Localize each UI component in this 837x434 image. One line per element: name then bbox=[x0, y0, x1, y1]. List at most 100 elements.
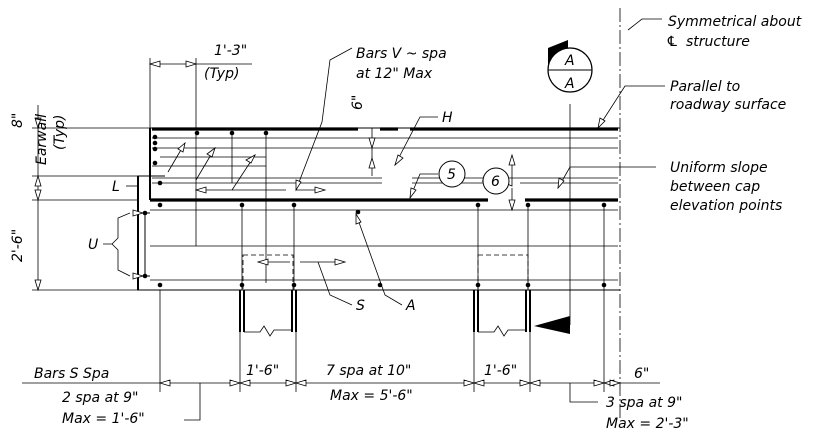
cl-symbol: ℄ bbox=[666, 34, 679, 50]
u-bar bbox=[144, 212, 150, 277]
leader-arrow bbox=[206, 146, 216, 158]
labels: Symmetrical about ℄ structure Parallel t… bbox=[10, 14, 802, 432]
leader-arrow bbox=[508, 153, 516, 166]
uniform-slope-label-2: between cap bbox=[670, 179, 760, 195]
dim-1-6-right-label: 1'-6" bbox=[484, 363, 517, 379]
leader-arrow bbox=[597, 117, 606, 130]
bar-s-label: S bbox=[356, 298, 365, 314]
rebar-dot bbox=[157, 282, 163, 288]
rebar-dot bbox=[525, 282, 531, 288]
section-a-top: A bbox=[564, 53, 575, 69]
leader-u bbox=[103, 212, 131, 245]
dim-arrow bbox=[519, 379, 532, 387]
dim-arrow bbox=[148, 60, 161, 68]
dim-arrow bbox=[238, 379, 251, 387]
leader-arrow bbox=[355, 212, 362, 225]
bar-l-label: L bbox=[112, 179, 120, 195]
spa-2-label-1: 2 spa at 9" bbox=[62, 390, 138, 406]
uniform-slope-label-1: Uniform slope bbox=[670, 160, 768, 176]
rebar-dot bbox=[355, 209, 361, 215]
rebar-dot bbox=[194, 130, 200, 136]
rebar-dot bbox=[157, 202, 163, 208]
leader-h bbox=[394, 116, 438, 166]
section-bottom-arrow bbox=[534, 316, 570, 334]
pile-top-right bbox=[477, 254, 529, 291]
rebar-dot bbox=[142, 210, 148, 216]
dim-arrow bbox=[34, 279, 42, 292]
dim-8-label: 8" bbox=[10, 113, 26, 128]
section-marker bbox=[534, 40, 593, 334]
dim-6-bottom-label: 6" bbox=[634, 366, 649, 382]
circle-6 bbox=[482, 167, 510, 195]
dim-arrow bbox=[294, 379, 307, 387]
leader-uniform-slope bbox=[557, 166, 656, 189]
dim-1-3-label: 1'-3" bbox=[214, 43, 247, 59]
dim-arrow bbox=[229, 379, 242, 387]
leader-arrow bbox=[256, 258, 269, 266]
dim-arrow bbox=[368, 156, 376, 169]
dim-arrow bbox=[34, 189, 42, 202]
rebar-dot bbox=[291, 282, 297, 288]
dim-7-spa-label: 7 spa at 10" bbox=[326, 363, 411, 379]
rebar-dot bbox=[152, 146, 158, 152]
piles bbox=[239, 290, 531, 337]
bars-s-spa-label: Bars S Spa bbox=[34, 366, 109, 382]
rebar-dot bbox=[601, 282, 607, 288]
leader-arrow bbox=[334, 258, 347, 266]
circle-5-label: 5 bbox=[447, 167, 456, 183]
rebar-dot bbox=[229, 130, 235, 136]
bar-u-label: U bbox=[88, 237, 98, 253]
dim-arrow bbox=[528, 379, 541, 387]
rebar-dot bbox=[239, 202, 245, 208]
typ-label: (Typ) bbox=[204, 66, 239, 82]
dim-arrow bbox=[34, 117, 42, 130]
leader-arrow bbox=[557, 177, 565, 190]
bars-v-label-2: at 12" Max bbox=[356, 66, 433, 82]
rebar-dot bbox=[263, 130, 269, 136]
leader-parallel bbox=[597, 85, 665, 129]
bars-v-label-1: Bars V ~ spa bbox=[356, 46, 447, 62]
leader-3-spa bbox=[569, 383, 598, 403]
symmetrical-label-1: Symmetrical about bbox=[668, 14, 802, 30]
dim-arrow bbox=[368, 137, 376, 150]
uniform-slope-label-3: elevation points bbox=[670, 198, 782, 214]
leader-arrow bbox=[314, 186, 327, 194]
leader-arrow bbox=[132, 209, 145, 217]
leader-arrow bbox=[409, 187, 417, 200]
leader-arrow bbox=[295, 179, 302, 192]
parallel-label-1: Parallel to bbox=[670, 79, 740, 95]
rebar-dot bbox=[152, 160, 158, 166]
dim-arrow bbox=[463, 379, 476, 387]
dim-arrow bbox=[593, 379, 606, 387]
leader-symmetrical bbox=[627, 18, 662, 31]
leader-arrow bbox=[245, 154, 256, 164]
pile-top-left bbox=[242, 254, 294, 291]
rebar-dot bbox=[601, 202, 607, 208]
leader-arrow bbox=[194, 186, 207, 194]
leader-2-spa bbox=[184, 383, 201, 421]
circle-5 bbox=[438, 160, 466, 188]
dim-arrow bbox=[472, 379, 485, 387]
dim-arrow bbox=[609, 379, 622, 387]
section-a-bottom: A bbox=[564, 76, 575, 92]
leader-arrow bbox=[132, 272, 145, 280]
max-5-6-label: Max = 5'-6" bbox=[330, 388, 413, 404]
pile-break bbox=[478, 325, 526, 337]
rebar-dot bbox=[239, 282, 245, 288]
leader-arrow bbox=[394, 154, 404, 167]
rebar-dot bbox=[475, 282, 481, 288]
dim-2-6-label: 2'-6" bbox=[10, 229, 26, 262]
dim-arrow bbox=[158, 379, 171, 387]
rebar-dot bbox=[157, 180, 163, 186]
rebar-dot bbox=[475, 202, 481, 208]
dim-arrow bbox=[34, 174, 42, 187]
rebar-dot bbox=[152, 140, 158, 146]
dimensions bbox=[22, 58, 660, 421]
leader-bars-v bbox=[295, 47, 353, 191]
symmetrical-label-2: structure bbox=[686, 34, 750, 50]
spa-2-label-2: Max = 1'-6" bbox=[62, 411, 145, 427]
earwall-typ-label: (Typ) bbox=[52, 115, 68, 150]
dim-6-vert-label: 6" bbox=[350, 95, 366, 110]
parallel-label-2: roadway surface bbox=[670, 97, 786, 113]
